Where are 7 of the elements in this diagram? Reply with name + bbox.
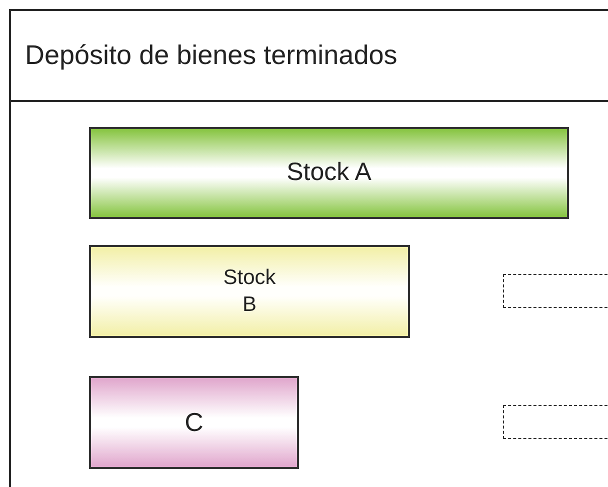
panel-heading: Depósito de bienes terminados: [11, 11, 608, 102]
stock-bar: C: [89, 376, 299, 469]
empty-dashed-box: [503, 405, 608, 439]
stock-bar: Stock A: [89, 127, 569, 219]
panel: [9, 9, 608, 487]
empty-dashed-box: [503, 274, 608, 308]
stock-bar: Stock B: [89, 245, 410, 338]
